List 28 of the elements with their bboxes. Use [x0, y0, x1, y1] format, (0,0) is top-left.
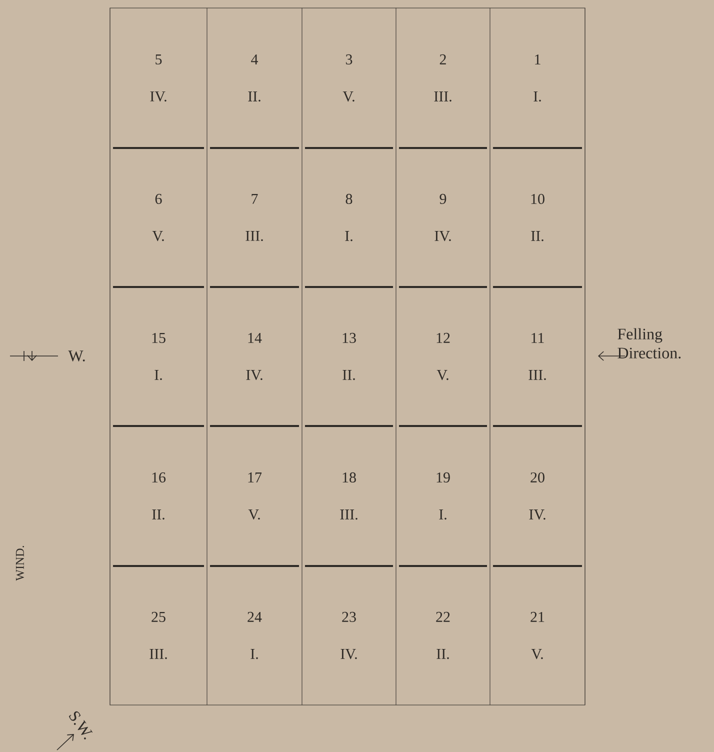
plot-cell: 16 II.	[152, 472, 166, 520]
plot-cell: 20 IV.	[529, 472, 546, 520]
plot-cell: 7 III.	[246, 194, 263, 242]
plot-cell: 5 IV.	[150, 54, 166, 102]
plot-cell: 25 III.	[150, 612, 167, 660]
direction-label: WIND.	[16, 546, 24, 581]
plot-cell: 15 I.	[152, 332, 166, 380]
plot-cell: 12 V.	[436, 332, 450, 380]
plot-cell: 14 IV.	[246, 332, 262, 380]
plot-cell: 9 IV.	[434, 194, 451, 242]
plot-cell: 2 III.	[434, 54, 452, 102]
plot-cell: 24 I.	[248, 612, 262, 660]
plot-cell: 13 II.	[342, 332, 356, 380]
plot-cell: 22 II.	[436, 612, 450, 660]
direction-label: W.	[68, 350, 85, 362]
plot-cell: 1 I.	[534, 54, 541, 102]
plot-cell: 4 II.	[248, 54, 260, 102]
plot-cell: 17 V.	[248, 472, 262, 520]
plot-cell: 19 I.	[436, 472, 450, 520]
plot-cell: 3 V.	[342, 54, 354, 102]
direction-label: Felling Direction.	[618, 328, 681, 359]
plot-cell: 6 V.	[152, 194, 164, 242]
plot-cell: 11 III.	[528, 332, 546, 380]
plot-cell: 10 II.	[531, 194, 544, 242]
plot-cell: 23 IV.	[340, 612, 357, 660]
plot-cell: 21 V.	[530, 612, 544, 660]
plot-cell: 8 I.	[345, 194, 352, 242]
plot-cell: 18 III.	[340, 472, 358, 520]
